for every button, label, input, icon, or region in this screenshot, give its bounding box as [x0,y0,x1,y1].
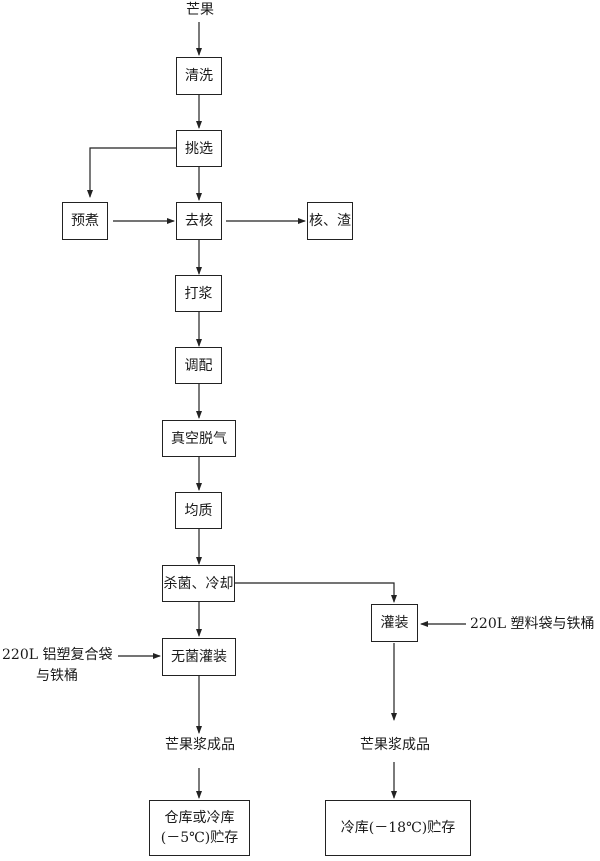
arrow-sterilize-fill [234,582,397,603]
step-waste-label: 核、渣 [309,213,351,229]
step-blend-label: 调配 [184,357,213,374]
step-sort: 挑选 [176,130,222,167]
step-precook: 预煮 [62,202,108,240]
step-deaerate-label: 真空脱气 [171,430,227,447]
aseptic-pack-line1: 220L 铝塑复合袋 [2,647,113,663]
step-pulp-label: 打浆 [184,285,213,302]
arrow-sort-precook [87,147,176,198]
storage-right-label: 冷库(－18℃)贮存 [340,820,456,836]
product-left: 芒果浆成品 [165,737,235,753]
step-homogenize: 均质 [175,492,222,529]
aseptic-pack-input: 220L 铝塑复合袋 与铁桶 [2,645,112,687]
start-label: 芒果 [186,2,214,18]
step-sterilize: 杀菌、冷却 [162,565,235,602]
aseptic-pack-line2: 与铁桶 [36,668,78,684]
step-wash: 清洗 [176,57,222,95]
storage-left-line2: (－5℃)贮存 [160,830,239,846]
storage-left-line1: 仓库或冷库 [164,810,235,826]
plastic-pack-input: 220L 塑料袋与铁桶 [470,616,595,632]
step-wash-label: 清洗 [185,68,213,84]
step-deaerate: 真空脱气 [162,420,236,457]
step-blend: 调配 [175,347,222,384]
step-pit-label: 去核 [185,213,213,229]
step-fill-label: 灌装 [380,615,409,631]
step-fill: 灌装 [371,604,418,642]
step-sterilize-label: 杀菌、冷却 [163,575,234,592]
product-right: 芒果浆成品 [360,737,430,753]
step-precook-label: 预煮 [71,213,99,229]
step-aseptic-fill: 无菌灌装 [162,638,236,676]
step-aseptic-fill-label: 无菌灌装 [171,649,227,665]
step-pit: 去核 [176,202,222,240]
storage-right: 冷库(－18℃)贮存 [325,800,471,856]
storage-left: 仓库或冷库 (－5℃)贮存 [149,800,250,856]
step-waste: 核、渣 [307,202,353,240]
step-pulp: 打浆 [175,275,222,312]
step-homogenize-label: 均质 [184,502,213,519]
step-sort-label: 挑选 [185,140,213,157]
